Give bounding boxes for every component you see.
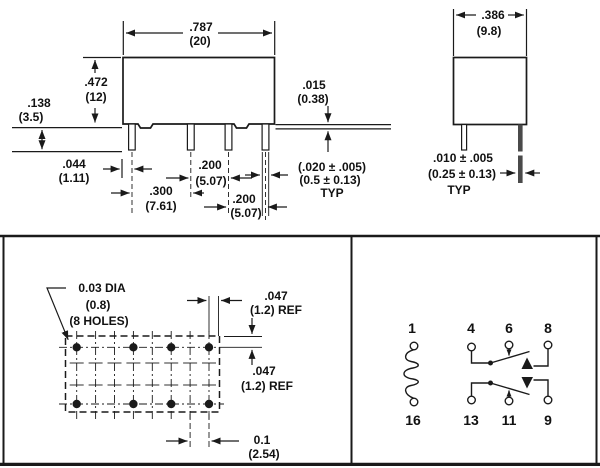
grid-row-lines — [59, 346, 224, 405]
contact-blade — [490, 382, 530, 396]
dim-label-pitch12-mm: (7.61) — [145, 199, 177, 213]
dim-787 — [122, 21, 276, 55]
dim-label-leadwidth-typ: TYP — [320, 186, 344, 200]
hole-callout-line3: (8 HOLES) — [69, 314, 129, 328]
dim-label-edgepin-mm: (1.11) — [58, 171, 90, 185]
drill-holes — [72, 343, 214, 409]
dim-386 — [452, 9, 528, 56]
pin-label-8: 8 — [544, 320, 552, 336]
pin-label-11: 11 — [501, 412, 517, 428]
dim-label-offsety-in: .047 — [252, 364, 276, 378]
pin-centerlines — [131, 152, 266, 220]
dim-label-pitch34-in: .200 — [232, 192, 256, 206]
hole-callout-line2: (0.8) — [85, 298, 111, 312]
end-pin-left — [461, 123, 468, 151]
dim-label-pitch23-mm: (5.07) — [195, 174, 227, 188]
terminal-pin16 — [409, 397, 419, 407]
pcb-body-outline-dashed — [64, 335, 221, 413]
schematic-drawing — [403, 340, 553, 407]
end-view-drawing — [452, 9, 540, 183]
terminal-pin11 — [504, 396, 514, 406]
dim-label-pitch12-in: .300 — [149, 184, 173, 198]
dim-label-standoff-mm: (3.5) — [18, 110, 44, 124]
dim-label-leadedge-in: .010 ± .005 — [433, 151, 493, 165]
dim-label-edgepin-in: .044 — [62, 157, 86, 171]
end-pin-right — [518, 124, 523, 183]
grid-cross-ticks — [69, 362, 216, 386]
dim-label-pitch34-mm: (5.07) — [230, 206, 262, 220]
dim-label-height-mm: (12) — [85, 90, 107, 104]
dim-label-width-mm: (20) — [189, 34, 211, 48]
dim-label-height-in: .472 — [84, 75, 108, 89]
pcb-pattern-drawing — [46, 287, 262, 450]
hole-callout-line1: 0.03 DIA — [78, 281, 126, 295]
dim-label-standoff-in: .138 — [27, 96, 51, 110]
pin-label-9: 9 — [544, 412, 552, 428]
dim-label-pitch23-in: .200 — [198, 158, 222, 172]
coil-symbol — [403, 341, 419, 407]
hole-callout-leader — [46, 287, 69, 341]
grid-column-lines — [76, 331, 210, 420]
terminal-pin6 — [504, 340, 514, 350]
dim-label-leadedge-typ: TYP — [447, 183, 471, 197]
dim-label-leadwidth-mm: (0.5 ± 0.13) — [299, 173, 361, 187]
dim-label-leadthick-mm: (0.38) — [297, 92, 329, 106]
dim-label-gridpitch-mm: (2.54) — [248, 447, 280, 461]
dim-label-leadwidth-in: (.020 ± .005) — [298, 160, 366, 174]
contact-pole-top — [467, 340, 553, 369]
contact-blade — [490, 350, 530, 364]
panel-frame — [0, 234, 600, 466]
pin-label-16: 16 — [405, 412, 421, 428]
contact-pole-bottom — [467, 377, 553, 406]
dim-label-leadthick-in: .015 — [302, 78, 326, 92]
dim-047-x — [187, 296, 242, 336]
dim-01-pitch — [166, 414, 239, 450]
relay-pins — [128, 123, 270, 151]
side-view-drawing — [12, 21, 391, 220]
dim-label-offsetx-mm: (1.2) REF — [249, 303, 303, 317]
dim-label-gridpitch-in: 0.1 — [253, 433, 271, 447]
dim-label-leadedge-mm: (0.25 ± 0.13) — [428, 167, 496, 181]
pin-label-1: 1 — [408, 320, 416, 336]
terminal-pin8 — [543, 340, 553, 350]
no-contact-triangle — [521, 357, 533, 369]
no-contact-triangle — [521, 377, 533, 389]
dim-label-offsety-mm: (1.2) REF — [240, 379, 294, 393]
terminal-pin4 — [467, 342, 477, 352]
pin-label-6: 6 — [505, 320, 513, 336]
terminal-pin13 — [467, 395, 477, 405]
terminal-pin1 — [409, 341, 419, 351]
dim-label-endwidth-in: .386 — [481, 8, 505, 22]
dim-label-endwidth-mm: (9.8) — [476, 24, 502, 38]
pin-label-13: 13 — [463, 412, 479, 428]
dim-047-y — [224, 318, 262, 365]
relay-case-outline — [122, 56, 276, 129]
relay-case-end-outline — [452, 56, 528, 126]
pin-label-4: 4 — [467, 320, 475, 336]
dim-472 — [83, 56, 121, 123]
dim-044 — [103, 159, 152, 178]
terminal-pin9 — [543, 395, 553, 405]
dim-label-offsetx-in: .047 — [264, 289, 288, 303]
dim-label-width-in: .787 — [189, 20, 213, 34]
